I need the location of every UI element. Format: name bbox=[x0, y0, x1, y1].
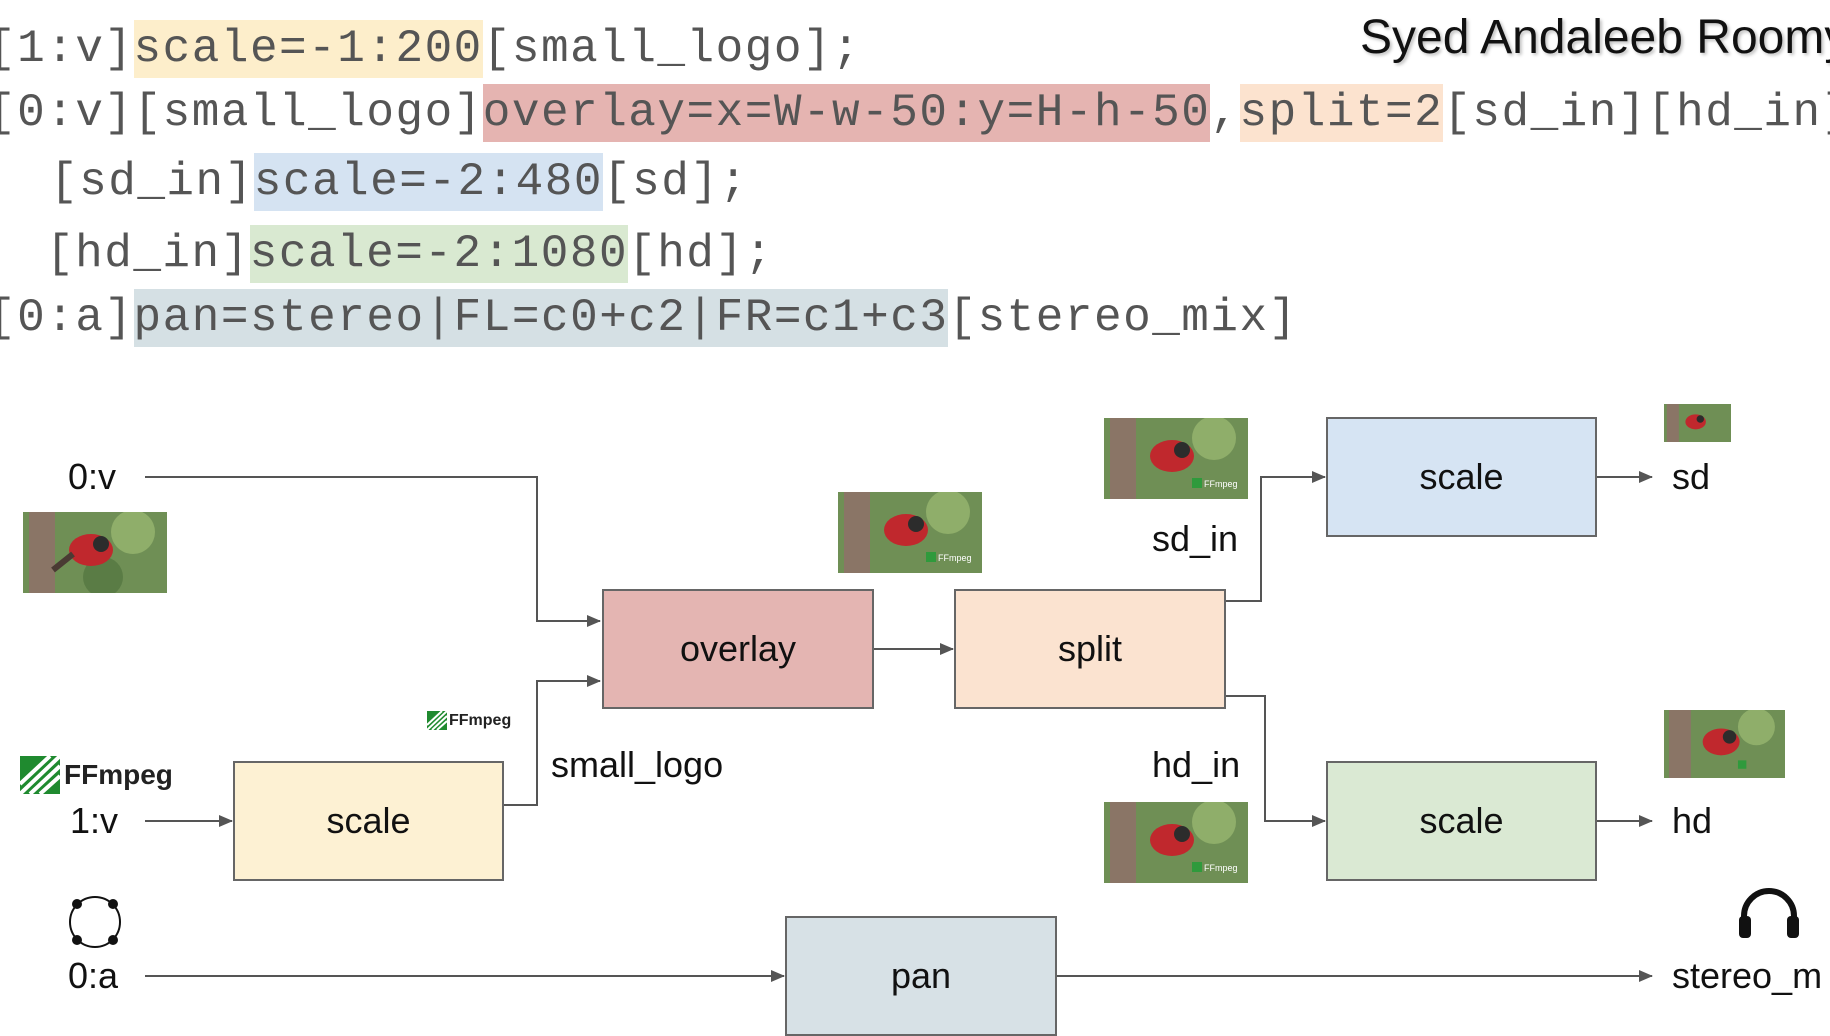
ffmpeg-logo-small: FFmpeg bbox=[427, 711, 511, 730]
code-prefix: [hd_in] bbox=[46, 228, 250, 280]
code-filter-scale-logo: scale=-1:200 bbox=[133, 20, 483, 78]
headphones-icon bbox=[1739, 888, 1799, 938]
scale-sd-node: scale bbox=[1326, 417, 1597, 537]
code-prefix: [1:v] bbox=[0, 23, 134, 75]
logo-watermark-text: FFmpeg bbox=[1204, 863, 1238, 873]
split-node: split bbox=[954, 589, 1226, 709]
code-suffix: [small_logo]; bbox=[482, 23, 862, 75]
bird-thumbnail-hd-output bbox=[1664, 710, 1785, 778]
code-prefix: [0:a] bbox=[0, 292, 134, 344]
edge-split-hd bbox=[1226, 695, 1326, 827]
code-filter-overlay: overlay=x=W-w-50:y=H-h-50 bbox=[482, 84, 1211, 142]
bird-thumbnail-hd-in: FFmpeg bbox=[1104, 802, 1248, 883]
overlay-node: overlay bbox=[602, 589, 874, 709]
node-label: split bbox=[1057, 628, 1123, 669]
edge-label-small-logo: small_logo bbox=[551, 744, 724, 785]
author-name: Syed Andaleeb Roomy bbox=[1360, 11, 1830, 64]
output-stereo-mix-label: stereo_m bbox=[1672, 955, 1823, 996]
edge-label-hd-in: hd_in bbox=[1152, 744, 1241, 785]
scale-hd-node: scale bbox=[1326, 761, 1597, 881]
bird-thumbnail-sd-output bbox=[1664, 404, 1731, 442]
code-suffix: [hd]; bbox=[628, 228, 774, 280]
edge-scale-overlay bbox=[504, 675, 601, 806]
ffmpeg-logo-large: FFmpeg bbox=[20, 756, 173, 794]
code-filter-scale-hd: scale=-2:1080 bbox=[249, 225, 629, 283]
code-line-5: [0:a]pan=stereo|FL=c0+c2|FR=c1+c3[stereo… bbox=[0, 289, 1298, 347]
code-filter-scale-sd: scale=-2:480 bbox=[253, 153, 603, 211]
input-0v-label: 0:v bbox=[68, 456, 117, 497]
node-label: pan bbox=[890, 955, 952, 996]
code-line-1: [1:v]scale=-1:200[small_logo]; bbox=[0, 20, 861, 78]
output-hd-label: hd bbox=[1672, 800, 1713, 841]
ffmpeg-logo-text: FFmpeg bbox=[449, 711, 512, 729]
scale-logo-node: scale bbox=[233, 761, 504, 881]
bird-thumbnail-sd-in: FFmpeg bbox=[1104, 418, 1248, 499]
code-suffix: [sd]; bbox=[603, 156, 749, 208]
input-1v-label: 1:v bbox=[70, 800, 119, 841]
code-line-3: [sd_in]scale=-2:480[sd]; bbox=[50, 153, 749, 211]
node-label: scale bbox=[1419, 800, 1504, 841]
node-label: scale bbox=[326, 800, 411, 841]
code-suffix: [stereo_mix] bbox=[948, 292, 1298, 344]
code-line-2: [0:v][small_logo]overlay=x=W-w-50:y=H-h-… bbox=[0, 84, 1830, 142]
edge-split-sd bbox=[1226, 471, 1326, 602]
code-suffix: [sd_in][hd_in]; bbox=[1443, 87, 1830, 139]
pan-node: pan bbox=[785, 916, 1057, 1036]
code-prefix: [0:v][small_logo] bbox=[0, 87, 483, 139]
ffmpeg-logo-text: FFmpeg bbox=[64, 759, 173, 790]
input-0a-label: 0:a bbox=[68, 955, 119, 996]
code-prefix: [sd_in] bbox=[50, 156, 254, 208]
bird-thumbnail-overlay: FFmpeg bbox=[838, 492, 982, 573]
code-filter-pan: pan=stereo|FL=c0+c2|FR=c1+c3 bbox=[133, 289, 949, 347]
ffmpeg-logo-icon bbox=[427, 711, 447, 730]
output-sd-label: sd bbox=[1672, 456, 1711, 497]
node-label: scale bbox=[1419, 456, 1504, 497]
logo-watermark-text: FFmpeg bbox=[938, 553, 972, 563]
code-line-4: [hd_in]scale=-2:1080[hd]; bbox=[46, 225, 774, 283]
bird-thumbnail-input bbox=[23, 512, 167, 593]
surround-audio-icon bbox=[69, 896, 121, 948]
edge-0v-overlay bbox=[145, 476, 601, 627]
code-filter-split: split=2 bbox=[1239, 84, 1444, 142]
logo-watermark-text: FFmpeg bbox=[1204, 479, 1238, 489]
node-label: overlay bbox=[679, 628, 797, 669]
code-separator: , bbox=[1210, 87, 1240, 139]
edge-label-sd-in: sd_in bbox=[1152, 518, 1239, 559]
ffmpeg-logo-icon bbox=[20, 756, 60, 794]
